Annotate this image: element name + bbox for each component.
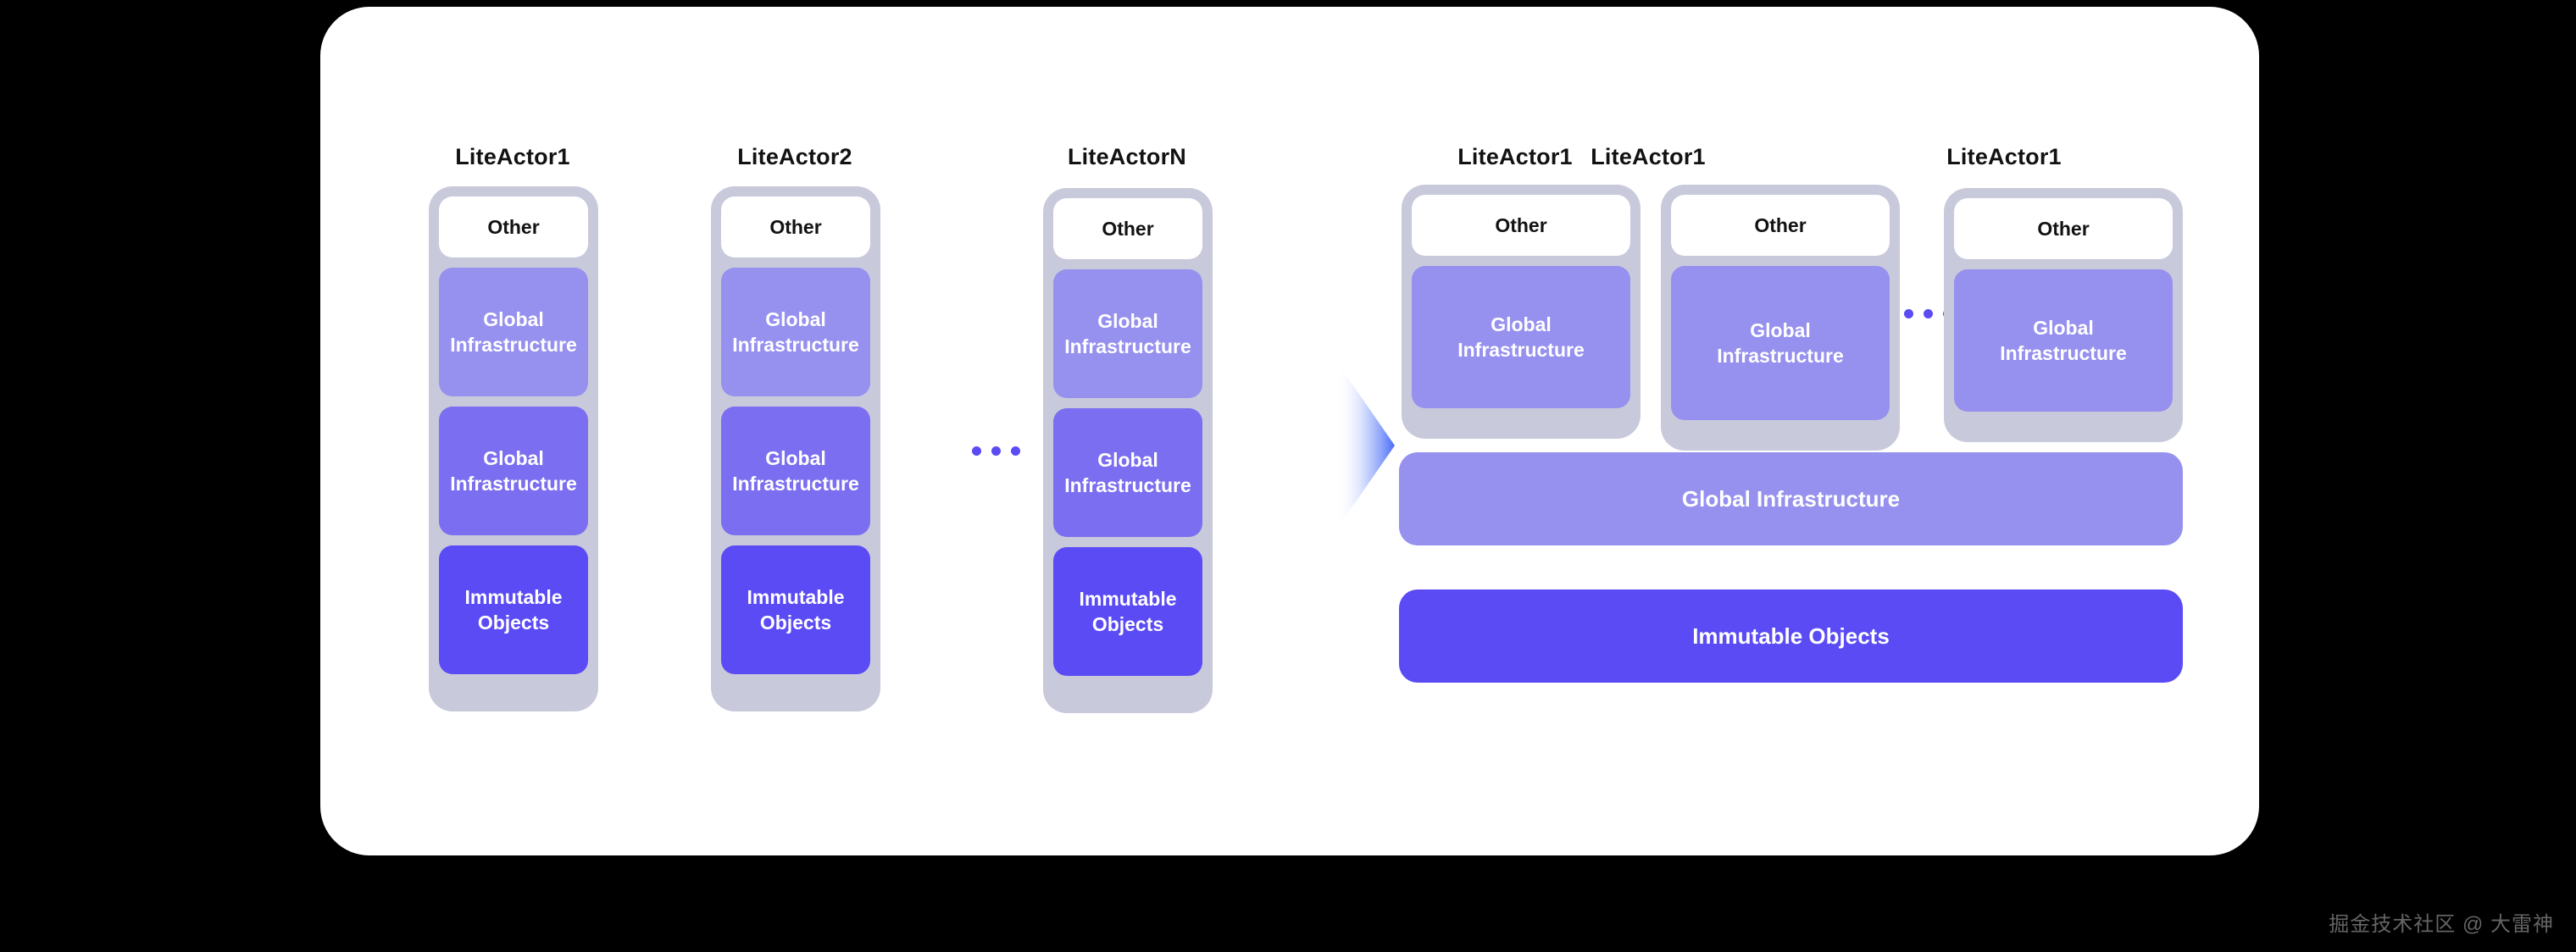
block-other[interactable]: Other	[721, 196, 870, 257]
watermark-text: 掘金技术社区 @ 大雷神	[2329, 913, 2554, 936]
block-immutable-objects[interactable]: Immutable Objects	[1053, 547, 1202, 676]
column-label-liteactor1-right-1: LiteActor1	[1457, 144, 1573, 169]
block-global-infrastructure[interactable]: Global Infrastructure	[721, 407, 870, 535]
column-label-liteactor1-right-2: LiteActor1	[1591, 144, 1706, 169]
actor-card-liteactorn-left[interactable]: Other Global Infrastructure Global Infra…	[1043, 188, 1213, 713]
block-other[interactable]: Other	[1053, 198, 1202, 259]
actor-card-liteactor1-left[interactable]: Other Global Infrastructure Global Infra…	[429, 186, 598, 711]
column-label-liteactorn-left: LiteActorN	[1067, 144, 1186, 169]
diagram-panel	[320, 7, 2259, 855]
actor-card-liteactor1-right-1[interactable]: Other Global Infrastructure	[1402, 185, 1641, 439]
ellipsis-dot	[991, 446, 1001, 456]
ellipsis-dot	[1924, 309, 1933, 318]
block-global-infrastructure[interactable]: Global Infrastructure	[439, 407, 588, 535]
block-other[interactable]: Other	[1412, 195, 1630, 256]
block-other[interactable]: Other	[1671, 195, 1890, 256]
column-label-liteactor1-left: LiteActor1	[455, 144, 570, 169]
block-global-infrastructure[interactable]: Global Infrastructure	[1053, 408, 1202, 537]
actor-card-liteactor1-right-3[interactable]: Other Global Infrastructure	[1944, 188, 2183, 442]
block-global-infrastructure[interactable]: Global Infrastructure	[721, 268, 870, 396]
block-immutable-objects[interactable]: Immutable Objects	[439, 545, 588, 674]
block-global-infrastructure[interactable]: Global Infrastructure	[1671, 266, 1890, 420]
block-other[interactable]: Other	[1954, 198, 2173, 259]
ellipsis-dot	[1011, 446, 1020, 456]
right-chevron-arrow-icon	[1337, 363, 1395, 529]
column-label-liteactor2-left: LiteActor2	[737, 144, 852, 169]
shared-bar-global-infrastructure[interactable]: Global Infrastructure	[1399, 452, 2183, 545]
block-global-infrastructure[interactable]: Global Infrastructure	[1412, 266, 1630, 408]
ellipsis-dot	[1904, 309, 1913, 318]
actor-card-liteactor1-right-2[interactable]: Other Global Infrastructure	[1661, 185, 1900, 451]
shared-bar-immutable-objects[interactable]: Immutable Objects	[1399, 589, 2183, 683]
block-other[interactable]: Other	[439, 196, 588, 257]
block-global-infrastructure[interactable]: Global Infrastructure	[439, 268, 588, 396]
block-immutable-objects[interactable]: Immutable Objects	[721, 545, 870, 674]
column-label-liteactor1-right-3: LiteActor1	[1946, 144, 2062, 169]
block-global-infrastructure[interactable]: Global Infrastructure	[1954, 269, 2173, 412]
ellipsis-left-group	[972, 446, 1020, 456]
block-global-infrastructure[interactable]: Global Infrastructure	[1053, 269, 1202, 398]
actor-card-liteactor2-left[interactable]: Other Global Infrastructure Global Infra…	[711, 186, 880, 711]
ellipsis-dot	[972, 446, 981, 456]
